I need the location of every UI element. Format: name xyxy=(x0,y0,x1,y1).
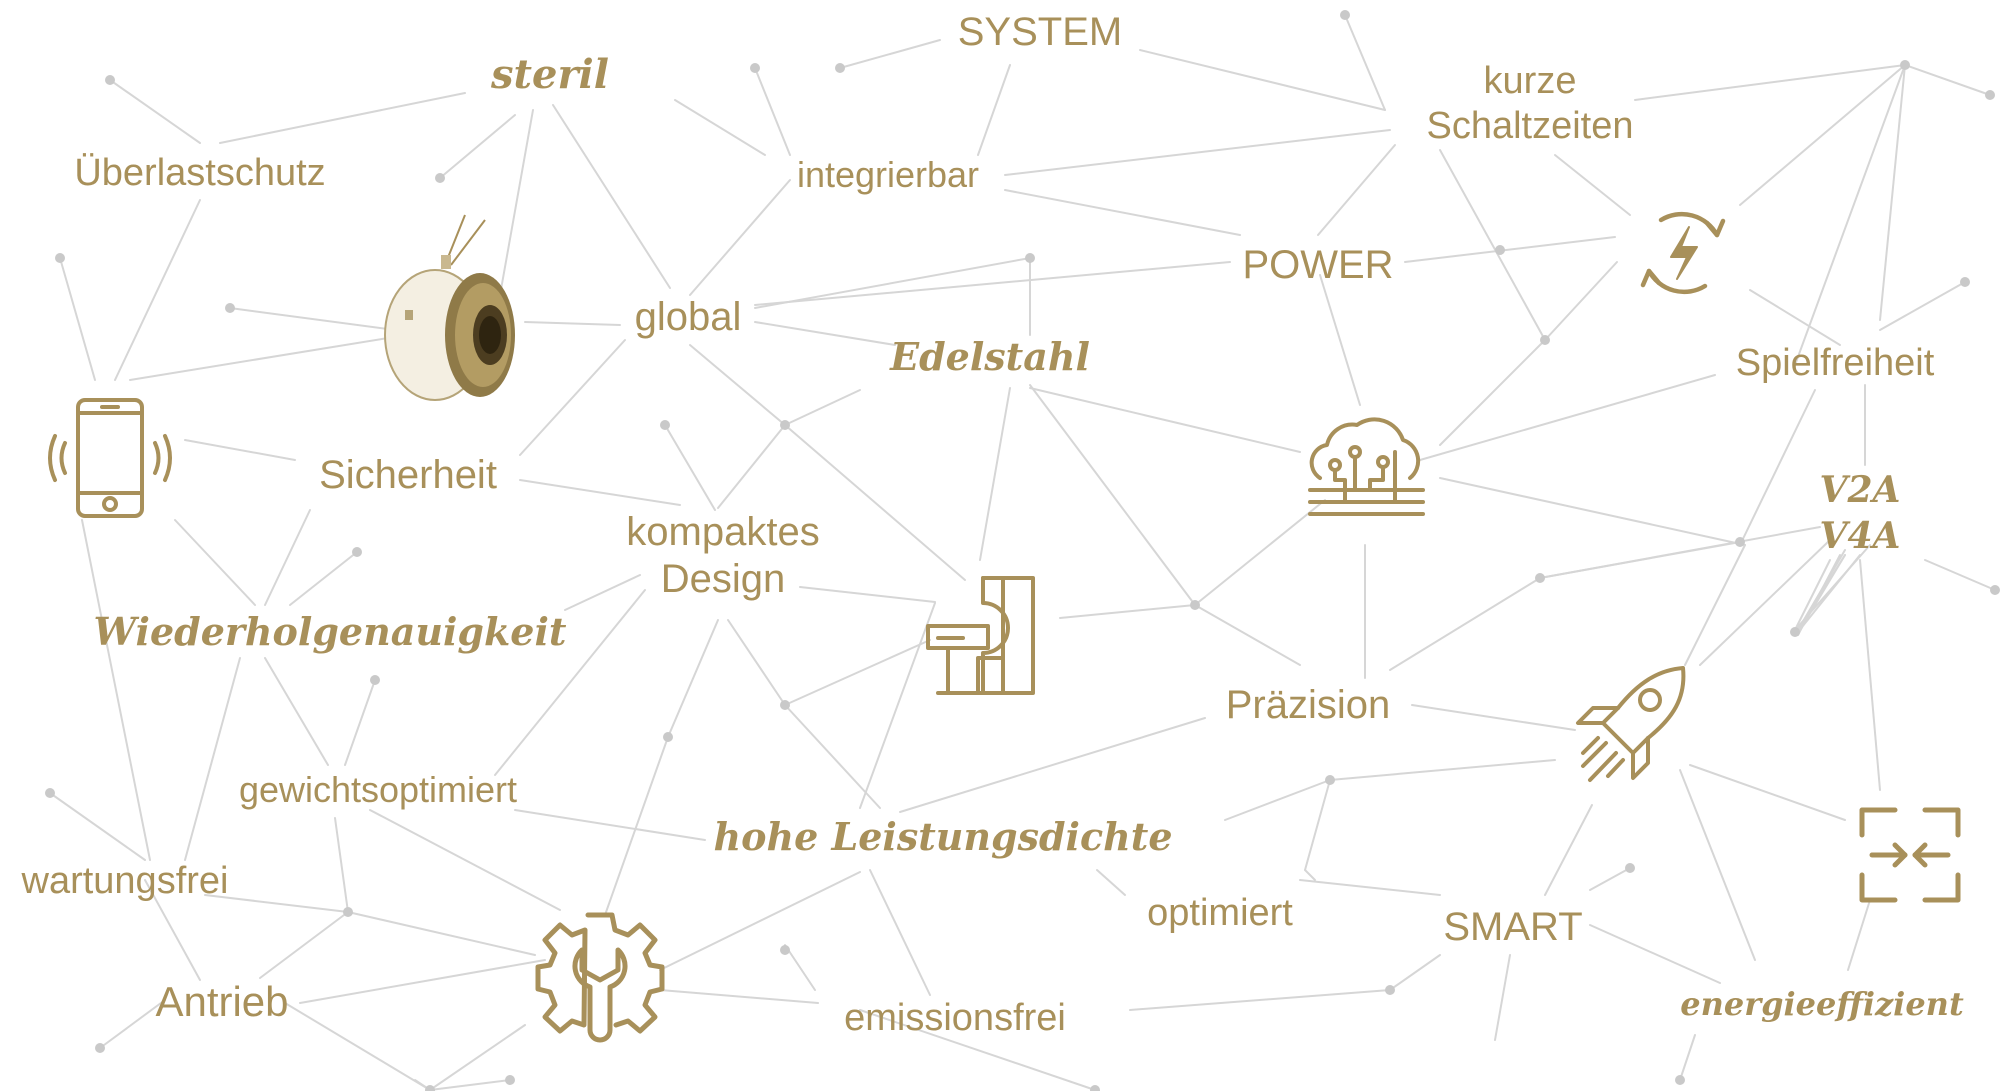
network-nodes xyxy=(45,10,2000,1091)
keyword-smart: SMART xyxy=(1443,905,1582,949)
gear-wrench-icon xyxy=(535,912,665,1043)
keyword-steril: steril xyxy=(490,51,609,98)
keyword-v2a: V2A xyxy=(1820,469,1901,511)
keyword-ueberlastschutz: Überlastschutz xyxy=(74,152,325,194)
compress-arrows-icon xyxy=(1859,807,1961,903)
keyword-emissionsfrei: emissionsfrei xyxy=(844,997,1066,1039)
keyword-gewichtsoptimiert: gewichtsoptimiert xyxy=(239,769,517,810)
smartphone-icon xyxy=(48,398,172,518)
keyword-integrierbar: integrierbar xyxy=(797,154,979,195)
keyword-hohe-leistungsdichte: hohe Leistungsdichte xyxy=(713,814,1172,859)
keyword-global: global xyxy=(635,295,742,339)
keyword-kompaktes: kompaktes xyxy=(626,510,819,554)
keyword-kurze: kurze xyxy=(1484,60,1577,102)
network-edges xyxy=(49,14,1996,1091)
keyword-antrieb: Antrieb xyxy=(155,978,288,1025)
keyword-edelstahl: Edelstahl xyxy=(889,334,1090,379)
keyword-spielfreiheit: Spielfreiheit xyxy=(1736,342,1935,384)
keyword-power: POWER xyxy=(1242,243,1393,287)
keyword-optimiert: optimiert xyxy=(1147,892,1293,934)
brake-clutch-product-image xyxy=(384,214,515,401)
keyword-wiederholgenauigkeit: Wiederholgenauigkeit xyxy=(94,609,567,654)
cloud-circuit-icon xyxy=(1308,417,1425,516)
keyword-praezision: Präzision xyxy=(1226,683,1391,727)
rocket-icon xyxy=(1576,666,1686,782)
keyword-v4a: V4A xyxy=(1820,515,1901,557)
keyword-system: SYSTEM xyxy=(958,10,1122,54)
keyword-schaltzeiten: Schaltzeiten xyxy=(1426,105,1633,147)
keyword-wartungsfrei: wartungsfrei xyxy=(21,860,229,902)
keyword-sicherheit: Sicherheit xyxy=(319,453,497,497)
lightning-cycle-icon xyxy=(1640,211,1726,295)
keyword-energieeffizient: energieeffizient xyxy=(1680,985,1964,1023)
keyword-design: Design xyxy=(661,557,786,601)
medical-scanner-icon xyxy=(926,576,1035,695)
